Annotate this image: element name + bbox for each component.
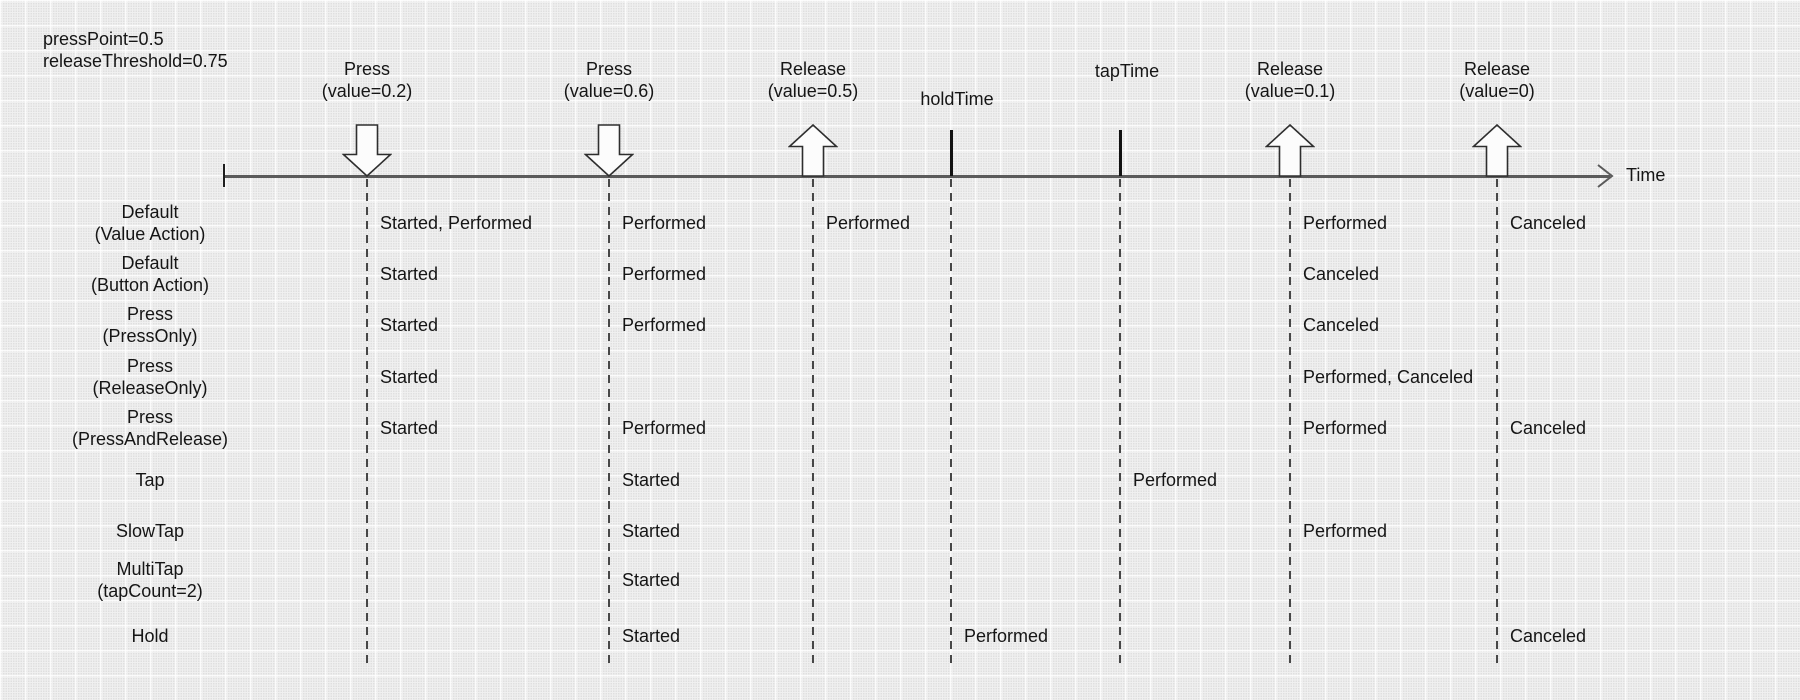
event-label-line: Release <box>1256 59 1324 79</box>
event-label-line: (value=0) <box>1459 81 1535 101</box>
annotation-default-value-action-release1: Performed <box>826 213 911 233</box>
row-label-line: Tap <box>135 470 165 490</box>
row-label-slowtap: SlowTap <box>10 520 290 542</box>
row-label-line: (Value Action) <box>94 224 206 244</box>
event-release3-label: Release(value=0) <box>1377 58 1617 102</box>
row-label-hold: Hold <box>10 625 290 647</box>
annotation-default-button-action-press2: Performed <box>622 264 707 284</box>
time-axis-arrowhead-icon <box>1597 164 1614 188</box>
annotation-press-pressandrelease-press2: Performed <box>622 418 707 438</box>
row-label-line: (tapCount=2) <box>97 581 203 601</box>
annotation-press-pressandrelease-release3: Canceled <box>1510 418 1587 438</box>
row-label-line: Press <box>126 407 173 427</box>
event-label-line: (value=0.6) <box>563 81 655 101</box>
row-label-line: (Button Action) <box>90 275 210 295</box>
row-label-line: Press <box>126 356 173 376</box>
event-holdTime-tick <box>949 130 953 176</box>
row-label-line: (PressOnly) <box>102 326 198 346</box>
config-text: pressPoint=0.5 releaseThreshold=0.75 <box>43 28 228 72</box>
row-label-line: Default <box>121 202 179 222</box>
event-tapTime-dashed-line <box>1119 179 1121 663</box>
event-release2-dashed-line <box>1289 179 1291 663</box>
event-label-line: (value=0.5) <box>767 81 859 101</box>
annotation-default-button-action-release2: Canceled <box>1303 264 1380 284</box>
event-press1-dashed-line <box>366 179 368 663</box>
row-label-line: (PressAndRelease) <box>71 429 229 449</box>
row-label-line: MultiTap <box>116 559 184 579</box>
event-label-line: tapTime <box>1094 61 1160 81</box>
event-tapTime-label: tapTime <box>1007 60 1247 82</box>
event-holdTime-label: holdTime <box>837 88 1077 110</box>
event-release2-label: Release(value=0.1) <box>1170 58 1410 102</box>
row-label-default-button-action: Default(Button Action) <box>10 252 290 296</box>
event-release1-label: Release(value=0.5) <box>693 58 933 102</box>
down-arrow-icon <box>341 124 393 178</box>
event-label-line: (value=0.1) <box>1244 81 1336 101</box>
annotation-slowtap-release2: Performed <box>1303 521 1388 541</box>
annotation-press-pressandrelease-press1: Started <box>380 418 439 438</box>
row-label-press-pressonly: Press(PressOnly) <box>10 303 290 347</box>
annotation-press-pressonly-release2: Canceled <box>1303 315 1380 335</box>
annotation-press-releaseonly-release2: Performed, Canceled <box>1303 367 1474 387</box>
event-holdTime-dashed-line <box>950 179 952 663</box>
event-label-line: (value=0.2) <box>321 81 413 101</box>
event-tapTime-tick <box>1118 130 1122 176</box>
row-label-multitap: MultiTap(tapCount=2) <box>10 558 290 602</box>
event-label-line: Release <box>779 59 847 79</box>
event-label-line: Release <box>1463 59 1531 79</box>
row-label-line: Default <box>121 253 179 273</box>
annotation-tap-press2: Started <box>622 470 681 490</box>
annotation-hold-press2: Started <box>622 626 681 646</box>
row-label-line: (ReleaseOnly) <box>92 378 208 398</box>
annotation-press-pressonly-press2: Performed <box>622 315 707 335</box>
annotation-default-value-action-press2: Performed <box>622 213 707 233</box>
up-arrow-icon <box>1264 123 1316 177</box>
row-label-default-value-action: Default(Value Action) <box>10 201 290 245</box>
row-label-press-releaseonly: Press(ReleaseOnly) <box>10 355 290 399</box>
row-label-line: Hold <box>131 626 169 646</box>
annotation-default-value-action-release3: Canceled <box>1510 213 1587 233</box>
event-release1-dashed-line <box>812 179 814 663</box>
config-releasethreshold: releaseThreshold=0.75 <box>43 51 228 71</box>
time-axis-label: Time <box>1626 165 1666 185</box>
row-label-line: SlowTap <box>115 521 185 541</box>
event-press1-label: Press(value=0.2) <box>247 58 487 102</box>
event-release3-dashed-line <box>1496 179 1498 663</box>
time-axis-start-tick <box>223 164 225 187</box>
annotation-hold-release3: Canceled <box>1510 626 1587 646</box>
up-arrow-icon <box>787 123 839 177</box>
event-label-line: Press <box>343 59 390 79</box>
row-label-tap: Tap <box>10 469 290 491</box>
event-label-line: Press <box>585 59 632 79</box>
annotation-multitap-press2: Started <box>622 570 681 590</box>
annotation-default-value-action-press1: Started, Performed <box>380 213 533 233</box>
annotation-slowtap-press2: Started <box>622 521 681 541</box>
event-press2-label: Press(value=0.6) <box>489 58 729 102</box>
event-label-line: holdTime <box>920 89 994 109</box>
annotation-hold-holdTime: Performed <box>964 626 1049 646</box>
annotation-press-releaseonly-press1: Started <box>380 367 439 387</box>
annotation-press-pressandrelease-release2: Performed <box>1303 418 1388 438</box>
row-label-line: Press <box>126 304 173 324</box>
row-label-press-pressandrelease: Press(PressAndRelease) <box>10 406 290 450</box>
annotation-tap-tapTime: Performed <box>1133 470 1218 490</box>
event-press2-dashed-line <box>608 179 610 663</box>
config-presspoint: pressPoint=0.5 <box>43 29 164 49</box>
down-arrow-icon <box>583 124 635 178</box>
annotation-press-pressonly-press1: Started <box>380 315 439 335</box>
annotation-default-value-action-release2: Performed <box>1303 213 1388 233</box>
time-axis-line <box>224 175 1610 178</box>
annotation-default-button-action-press1: Started <box>380 264 439 284</box>
up-arrow-icon <box>1471 123 1523 177</box>
